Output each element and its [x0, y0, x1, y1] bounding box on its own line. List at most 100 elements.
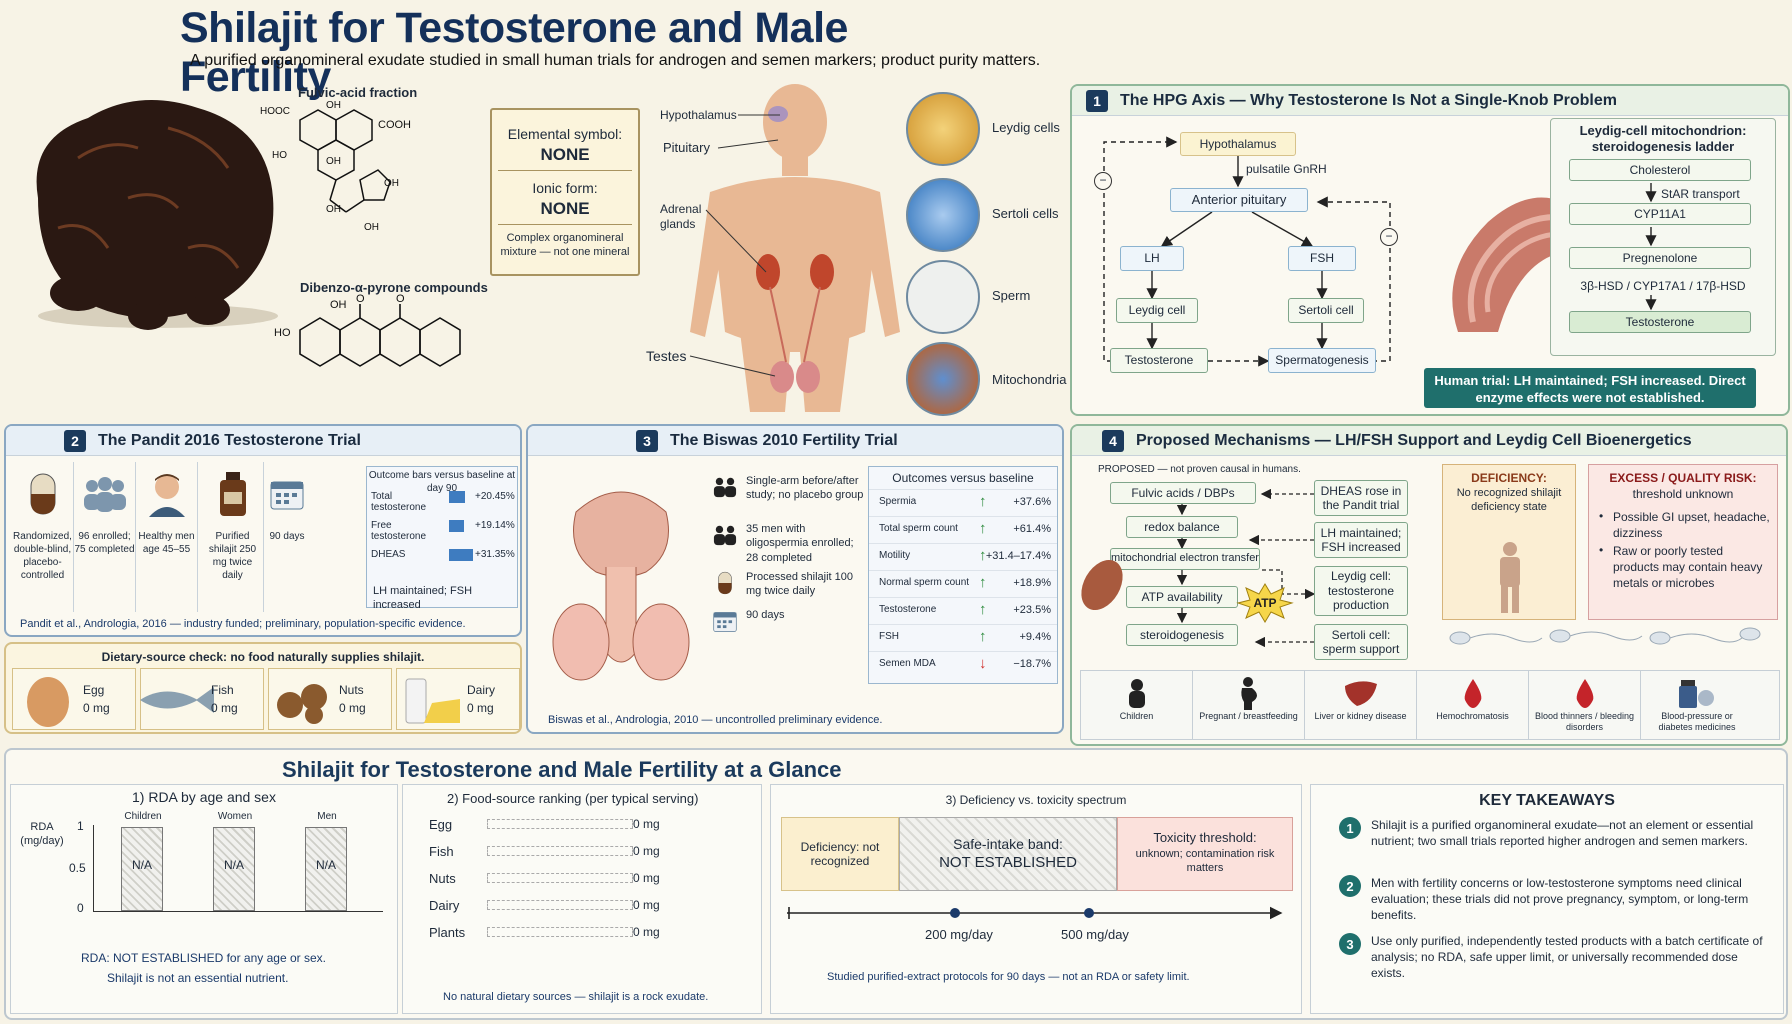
biswas-outcome-value: +61.4% — [1013, 523, 1051, 535]
mech-chain-electron: mitochondrial electron transfer — [1110, 548, 1260, 570]
pandit-icon-label: Purified shilajit 250 mg twice daily — [208, 531, 257, 581]
spectrum-note: Studied purified-extract protocols for 9… — [827, 971, 1190, 983]
mol-label: OH — [326, 100, 341, 111]
biswas-outcome-value: +37.6% — [1013, 496, 1051, 508]
pandit-icon-col: 96 enrolled; 75 completed — [74, 462, 136, 612]
biswas-outcome-row: Total sperm count↑+61.4% — [869, 516, 1057, 542]
page-title: Shilajit for Testosterone and Male Ferti… — [180, 4, 848, 101]
spectrum-title: 3) Deficiency vs. toxicity spectrum — [945, 793, 1127, 807]
food-row-name: Dairy — [429, 898, 460, 913]
symbol-value: NONE — [540, 145, 590, 164]
rda-bar: N/A — [121, 827, 163, 911]
caution-label: Children — [1119, 711, 1154, 721]
dibenzo-label: Dibenzo-α-pyrone compounds — [300, 280, 488, 295]
nuts-icon — [273, 673, 335, 727]
diet-item-value: 0 mg — [467, 701, 494, 715]
arrow-up-icon: ↑ — [979, 628, 987, 645]
biswas-outcome-row: Spermia↑+37.6% — [869, 489, 1057, 515]
element-note: Complex organomineral mixture — not one … — [500, 232, 630, 258]
takeaway-number-icon: 3 — [1339, 933, 1361, 955]
glance-panel: Shilajit for Testosterone and Male Ferti… — [4, 748, 1788, 1020]
pandit-outcome-note: LH maintained; FSH increased — [373, 585, 473, 611]
spectrum-card: 3) Deficiency vs. toxicity spectrum Defi… — [770, 784, 1302, 1014]
svg-text:ATP: ATP — [1253, 596, 1276, 610]
food-row-value: 0 mg — [633, 898, 660, 912]
calendar-icon — [712, 608, 738, 634]
pill-bottle-icon — [1641, 675, 1753, 711]
food-row-bar — [487, 927, 633, 937]
symbol-label: Elemental symbol: — [507, 126, 623, 142]
rda-group-label: Children — [124, 811, 162, 822]
excess-bullet: Possible GI upset, headache, dizziness — [1613, 510, 1770, 541]
pandit-outcome-bar — [449, 549, 473, 561]
mol-label: HOOC — [260, 106, 290, 117]
arrow-up-icon: ↑ — [979, 520, 987, 537]
glance-title: Shilajit for Testosterone and Male Ferti… — [282, 757, 842, 782]
biswas-outcome-label: FSH — [879, 631, 899, 642]
spectrum-mark-500: 500 mg/day — [1061, 927, 1129, 942]
steroidogenesis-ladder: Leydig-cell mitochondrion: steroidogenes… — [1550, 118, 1776, 356]
label-pituitary: Pituitary — [663, 140, 710, 155]
pandit-outcome-label: Total testosterone — [371, 491, 427, 513]
deficiency-card: DEFICIENCY: No recognized shilajit defic… — [1442, 464, 1576, 620]
biswas-outcome-value: +18.9% — [1013, 577, 1051, 589]
biswas-outcome-value: +23.5% — [1013, 604, 1051, 616]
caution-label: Blood-pressure or diabetes medicines — [1658, 711, 1736, 732]
ladder-pregnenolone: Pregnenolone — [1569, 247, 1751, 269]
ladder-step-star: StAR transport — [1661, 187, 1740, 201]
feedback-minus-right: − — [1380, 228, 1398, 246]
biswas-outcome-label: Motility — [879, 550, 911, 561]
spectrum-safe-band: Safe-intake band: NOT ESTABLISHED — [899, 817, 1117, 891]
sperm-decor-image — [1442, 624, 1778, 650]
mech-side-sertoli: Sertoli cell: sperm support — [1314, 624, 1408, 660]
rda-bar-label: N/A — [131, 858, 152, 872]
anatomy-leader-lines — [689, 114, 780, 377]
people-icon — [712, 522, 738, 548]
caution-item: Hemochromatosis — [1417, 671, 1529, 739]
mech-chain-steroidogenesis: steroidogenesis — [1126, 624, 1238, 646]
mol-label: OH — [330, 299, 347, 311]
bullet-icon: • — [1599, 543, 1604, 557]
biswas-outcome-row: Semen MDA↓−18.7% — [869, 651, 1057, 677]
food-row-bar — [487, 819, 633, 829]
caution-item: Blood thinners / bleeding disorders — [1529, 671, 1641, 739]
caution-item: Blood-pressure or diabetes medicines — [1641, 671, 1753, 739]
rda-bar: N/A — [305, 827, 347, 911]
diet-title: Dietary-source check: no food naturally … — [101, 650, 425, 664]
rda-bar: N/A — [213, 827, 255, 911]
mol-label: HO — [274, 327, 291, 339]
takeaways-title: KEY TAKEAWAYS — [1479, 792, 1615, 809]
rda-bar-label: N/A — [223, 858, 244, 872]
shilajit-rock-image — [18, 78, 288, 338]
rda-title: 1) RDA by age and sex — [132, 789, 276, 805]
pandit-icon-col: Purified shilajit 250 mg twice daily — [202, 462, 264, 612]
biswas-outcome-row: FSH↑+9.4% — [869, 624, 1057, 650]
biswas-outcome-label: Spermia — [879, 496, 917, 507]
ladder-cyp11a1: CYP11A1 — [1569, 203, 1751, 225]
pandit-icon-label: 96 enrolled; 75 completed — [74, 531, 135, 555]
capsule-icon — [12, 468, 73, 520]
pandit-outcome-label: Free testosterone — [371, 520, 427, 542]
pandit-icon-label: Randomized, double-blind, placebo-contro… — [13, 531, 72, 581]
arrow-up-icon: ↑ — [979, 574, 987, 591]
arrow-down-icon: ↓ — [979, 655, 987, 672]
mol-label: OH — [384, 178, 399, 189]
label-mitochondria: Mitochondria — [992, 372, 1067, 387]
male-anatomy-figure — [690, 82, 900, 412]
group-icon — [74, 468, 135, 520]
label-testes: Testes — [646, 348, 687, 364]
hpg-arrows — [1103, 136, 1391, 367]
child-icon — [1081, 675, 1192, 711]
pandit-title: The Pandit 2016 Testosterone Trial — [98, 431, 361, 449]
ladder-testosterone: Testosterone — [1569, 311, 1751, 333]
label-leydig-cells: Leydig cells — [992, 120, 1060, 135]
blood-drop-icon — [1529, 675, 1640, 711]
arrow-up-icon: ↑ — [979, 547, 987, 564]
node-hypothalamus: Hypothalamus — [1180, 132, 1296, 156]
node-lh: LH — [1120, 246, 1184, 271]
